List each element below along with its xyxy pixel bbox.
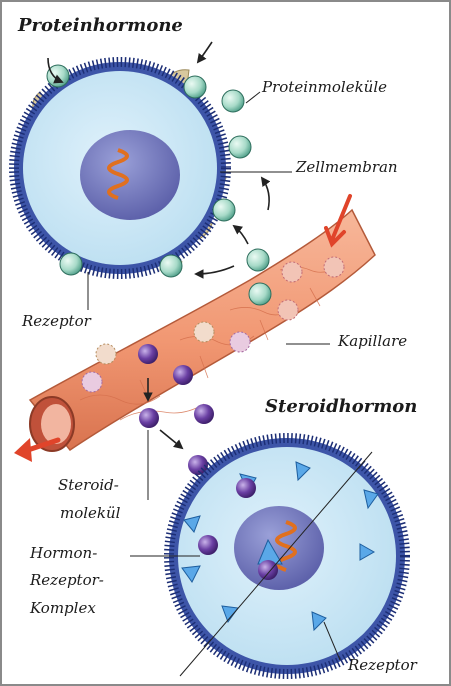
protein-molecule xyxy=(249,283,271,305)
label-capillary: Kapillare xyxy=(338,334,407,349)
label-proteinmolecules: Proteinmoleküle xyxy=(262,80,387,95)
label-complex-line1: Hormon- xyxy=(30,546,97,561)
protein-target-cell xyxy=(14,62,235,277)
steroid-molecule xyxy=(236,478,256,498)
protein-molecule xyxy=(213,199,235,221)
hormone-receptor-complex xyxy=(258,560,278,580)
steroid-molecule xyxy=(194,404,214,424)
label-receptor-bottom: Rezeptor xyxy=(348,658,417,673)
protein-molecule-faded xyxy=(282,262,302,282)
label-steroid-line2: molekül xyxy=(60,506,120,521)
label-receptor-top: Rezeptor xyxy=(22,314,91,329)
protein-molecule xyxy=(184,76,206,98)
nucleus-bottom xyxy=(234,506,324,590)
protein-molecule-faded xyxy=(194,322,214,342)
steroid-molecule-faded xyxy=(82,372,102,392)
protein-hormone-title: Proteinhormone xyxy=(18,17,183,35)
protein-molecule xyxy=(60,253,82,275)
steroid-molecule xyxy=(139,408,159,428)
protein-molecule-faded xyxy=(96,344,116,364)
steroid-target-cell xyxy=(169,438,405,676)
steroid-molecule xyxy=(173,365,193,385)
protein-molecule-faded xyxy=(278,300,298,320)
label-steroid-line1: Steroid- xyxy=(58,478,119,493)
protein-molecule xyxy=(160,255,182,277)
hormone-receptor-complex xyxy=(198,535,218,555)
protein-molecule xyxy=(47,65,69,87)
nucleus-top xyxy=(80,130,180,220)
steroid-molecule-faded xyxy=(230,332,250,352)
protein-molecule xyxy=(247,249,269,271)
steroid-hormone-title: Steroidhormon xyxy=(265,398,417,416)
protein-molecule-faded xyxy=(324,257,344,277)
protein-molecule xyxy=(222,90,244,112)
steroid-molecule xyxy=(138,344,158,364)
label-cell-membrane: Zellmembran xyxy=(296,160,398,175)
label-complex-line2: Rezeptor- xyxy=(30,573,104,588)
protein-molecule xyxy=(229,136,251,158)
label-complex-line3: Komplex xyxy=(30,601,96,616)
